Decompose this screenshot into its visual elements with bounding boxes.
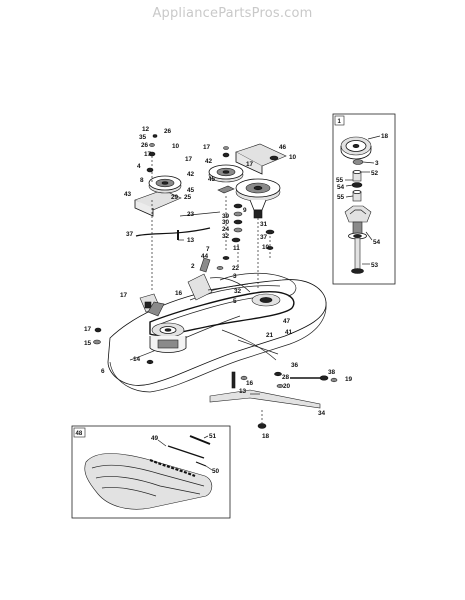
callout-37b: 37: [260, 234, 268, 241]
callout-16a: 16: [175, 290, 183, 297]
callout-6: 6: [101, 368, 105, 375]
callout-41: 41: [285, 329, 293, 336]
callout-17a: 17: [144, 151, 152, 158]
callout-35: 35: [139, 134, 147, 141]
callout-29: 29: [171, 194, 179, 201]
callout-19: 19: [345, 376, 353, 383]
callout-28: 28: [282, 374, 290, 381]
callout-20: 20: [283, 383, 291, 390]
callout-42a: 42: [187, 171, 195, 178]
callout-17e: 17: [120, 292, 128, 299]
callout-31: 31: [260, 221, 268, 228]
callout-i55b: 55: [337, 194, 345, 201]
callout-16b: 16: [246, 380, 254, 387]
callout-7: 7: [206, 246, 210, 253]
callout-21: 21: [266, 332, 274, 339]
callouts: 12 35 26 26 10 17 17 4 42 45 29 25 8 43 …: [84, 126, 353, 440]
callout-32b: 32: [234, 288, 242, 295]
callout-45a: 45: [187, 187, 195, 194]
callout-13b: 13: [239, 388, 247, 395]
inset-48-box: 48 49 51 50: [71, 425, 231, 519]
callout-i18: 18: [381, 133, 389, 140]
callout-15: 15: [84, 340, 92, 347]
callout-30: 30: [222, 219, 230, 226]
callout-3a: 3: [233, 273, 237, 280]
callout-36: 36: [291, 362, 299, 369]
callout-i3: 3: [375, 160, 379, 167]
callout-11: 11: [233, 245, 240, 252]
callout-12: 12: [142, 126, 150, 133]
callout-5: 5: [233, 298, 237, 305]
callout-10b: 10: [289, 154, 297, 161]
inset-1-box: 1 18 3 52 55 54 55 54 53: [332, 113, 396, 285]
callout-39: 39: [222, 213, 230, 220]
callout-17b: 17: [185, 156, 193, 163]
deflector-shield: [84, 453, 213, 510]
callout-43: 43: [124, 191, 132, 198]
callout-50: 50: [212, 468, 220, 475]
callout-38: 38: [328, 369, 336, 376]
deck-shell: [107, 279, 327, 386]
callout-17f: 17: [84, 326, 92, 333]
callout-49: 49: [151, 435, 159, 442]
callout-10c: 10: [262, 244, 270, 251]
callout-51: 51: [209, 433, 217, 440]
callout-45b: 45: [208, 176, 216, 183]
callout-44: 44: [201, 253, 209, 260]
callout-4: 4: [137, 163, 141, 170]
callout-i54a: 54: [337, 184, 345, 191]
callout-24: 24: [222, 226, 230, 233]
callout-2: 2: [191, 263, 195, 270]
callout-i53: 53: [371, 262, 379, 269]
callout-23: 23: [187, 211, 195, 218]
deck-assembly: [93, 134, 338, 429]
callout-26b: 26: [141, 142, 149, 149]
callout-47: 47: [283, 318, 291, 325]
inset-48-label: 48: [76, 431, 83, 437]
callout-25: 25: [184, 194, 192, 201]
callout-17c: 17: [203, 144, 211, 151]
callout-22: 22: [232, 265, 240, 272]
callout-14: 14: [133, 356, 141, 363]
callout-i55a: 55: [336, 177, 344, 184]
callout-17d: 17: [246, 161, 254, 168]
callout-9: 9: [243, 207, 247, 214]
callout-i52: 52: [371, 170, 379, 177]
callout-i54b: 54: [373, 239, 381, 246]
callout-10a: 10: [172, 143, 180, 150]
mower-blade: [209, 389, 321, 409]
callout-26a: 26: [164, 128, 172, 135]
callout-46: 46: [279, 144, 287, 151]
inset-1-label: 1: [338, 119, 342, 125]
site-watermark: AppliancePartsPros.com: [152, 6, 313, 21]
callout-37a: 37: [126, 231, 134, 238]
callout-8: 8: [140, 177, 144, 184]
callout-42b: 42: [205, 158, 213, 165]
callout-34: 34: [318, 410, 326, 417]
callout-32a: 32: [222, 233, 230, 240]
callout-13: 13: [187, 237, 195, 244]
callout-18: 18: [262, 433, 270, 440]
